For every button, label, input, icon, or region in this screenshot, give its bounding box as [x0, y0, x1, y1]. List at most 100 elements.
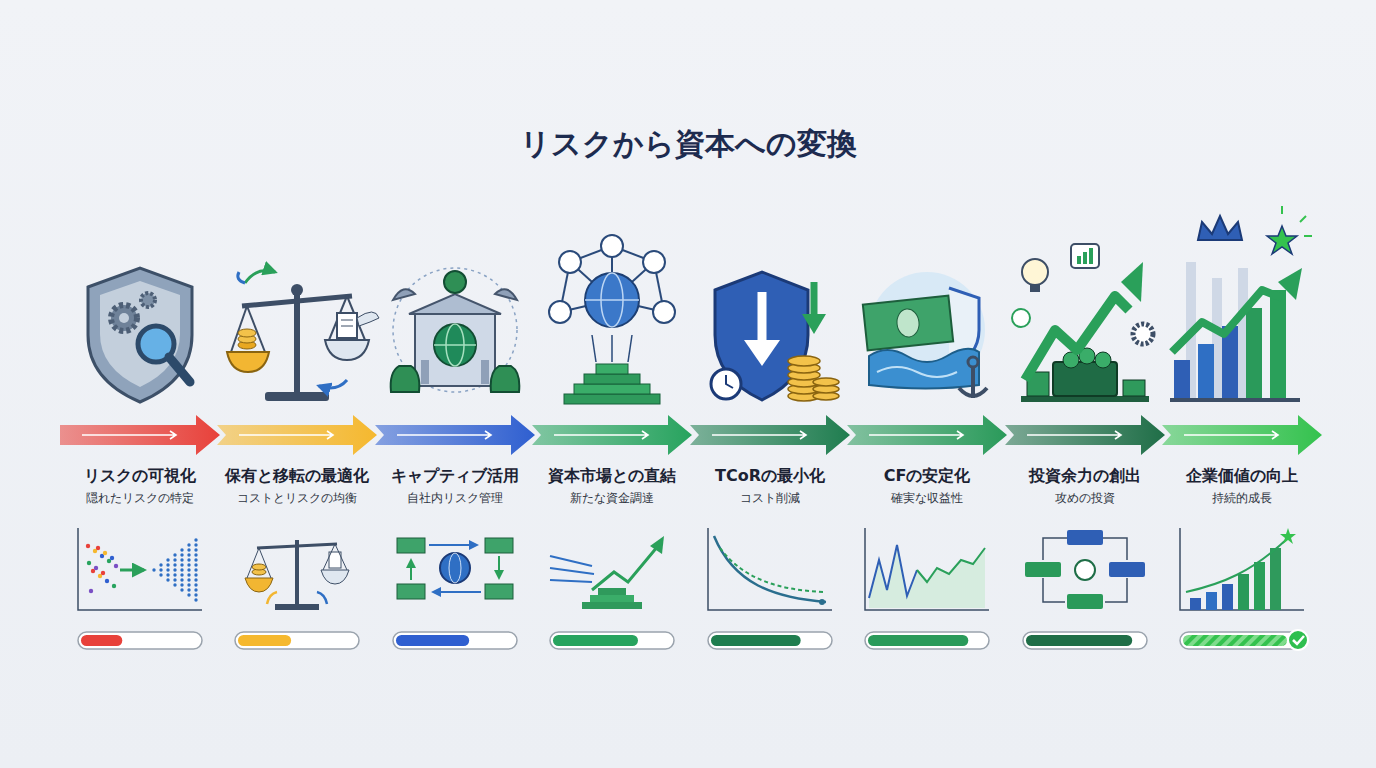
scatter-dot: [114, 564, 118, 568]
chevron-line: [554, 431, 648, 439]
step-heading: TCoRの最小化: [692, 466, 848, 487]
progress-track: [550, 632, 674, 649]
step-subtitle: 新たな資金調達: [534, 490, 690, 507]
mini-chart: [1067, 594, 1103, 609]
chevron-arrow: [375, 415, 535, 455]
chevron-arrow: [690, 415, 850, 455]
balance-icon: [245, 270, 275, 283]
network-icon: [549, 235, 675, 404]
pattern-dot: [173, 553, 176, 556]
growth-icon: [1278, 268, 1302, 300]
network-icon: [643, 251, 665, 273]
pattern-dot: [187, 563, 190, 566]
progress-track: [1180, 632, 1304, 649]
pattern-dot: [194, 548, 197, 551]
network-icon: [592, 335, 632, 362]
captive-icon: [434, 344, 476, 346]
network-icon: [585, 273, 639, 327]
mini-chart: [592, 546, 658, 590]
growth-icon: [1198, 344, 1214, 398]
progress-track: [78, 632, 202, 649]
pattern-dot: [187, 583, 190, 586]
mini-chart: [550, 556, 592, 566]
step-heading: 企業価値の向上: [1164, 466, 1320, 487]
mini-chart: [1270, 548, 1281, 610]
mini-chart: [869, 545, 917, 598]
mini-chart: [1109, 562, 1145, 577]
step-heading: リスクの可視化: [62, 466, 218, 487]
captive-icon: [434, 324, 476, 366]
mini-chart: [869, 545, 985, 608]
mini-chart: [1103, 538, 1127, 560]
network-icon: [584, 374, 640, 384]
mini-chart: [321, 570, 349, 584]
scatter-dot: [94, 566, 98, 570]
mini-chart: [1254, 562, 1265, 610]
mini-chart: [335, 544, 347, 570]
mini-chart: [410, 560, 412, 580]
mini-chart: [1222, 584, 1233, 610]
mini-chart: [449, 553, 461, 583]
pattern-dot: [159, 568, 162, 571]
cashflow-icon: [877, 367, 957, 377]
step-subtitle: 自社内リスク管理: [377, 490, 533, 507]
mini-chart: [440, 553, 470, 583]
growth-icon: [1267, 226, 1297, 254]
chevron-line: [869, 431, 963, 439]
chevron-line: [1184, 431, 1278, 439]
cashflow-icon: [869, 349, 979, 389]
cost-shield-icon: [811, 282, 818, 318]
mini-chart: [498, 556, 500, 578]
scatter-dot: [105, 579, 109, 583]
mini-chart: [1025, 562, 1061, 577]
cost-shield-icon: [744, 340, 780, 366]
pattern-dot: [180, 563, 183, 566]
mini-chart: [865, 528, 989, 610]
investment-icon: [1083, 252, 1087, 264]
mini-chart: [819, 599, 825, 605]
captive-icon: [391, 268, 520, 392]
step-label: CFの安定化確実な収益性: [849, 466, 1005, 507]
pattern-dot: [187, 593, 190, 596]
progress-track: [865, 632, 989, 649]
balance-icon: [238, 329, 256, 337]
progress-track: [1023, 632, 1147, 649]
balance-icon: [341, 320, 353, 321]
mini-chart: [1043, 538, 1127, 602]
mini-chart: [1105, 578, 1127, 602]
mini-chart: [397, 538, 425, 553]
network-icon: [574, 384, 650, 394]
mini-chart: [550, 580, 592, 582]
progress-bars: [78, 630, 1308, 650]
mini-chart: [708, 528, 832, 610]
chevron-line: [397, 431, 491, 439]
pattern-dot: [194, 543, 197, 546]
pattern-dot: [166, 578, 169, 581]
pattern-dot: [187, 553, 190, 556]
investment-icon: [1133, 324, 1153, 344]
shield-icon: [111, 305, 137, 331]
network-icon: [628, 335, 632, 362]
mini-chart: [78, 528, 202, 610]
mini-chart: [267, 592, 277, 604]
step-subtitle: 持続的成長: [1164, 490, 1320, 507]
cost-shield-icon: [711, 369, 741, 399]
check-badge: [1288, 630, 1308, 650]
pattern-dot: [159, 563, 162, 566]
mini-chart: [247, 548, 259, 578]
progress-fill: [553, 635, 638, 646]
mini-chart: [1206, 592, 1217, 610]
pattern-dot: [180, 553, 183, 556]
scatter-dot: [103, 551, 107, 555]
mini-chart: [397, 538, 513, 599]
pattern-dot: [187, 568, 190, 571]
cost-shield-icon: [788, 356, 820, 366]
step-heading: キャプティブ活用: [377, 466, 533, 487]
growth-icon: [1170, 206, 1312, 402]
network-icon: [592, 335, 596, 362]
pattern-dot: [180, 588, 183, 591]
mini-chart: [714, 536, 826, 602]
investment-icon: [1030, 284, 1040, 292]
pattern-dot: [194, 593, 197, 596]
